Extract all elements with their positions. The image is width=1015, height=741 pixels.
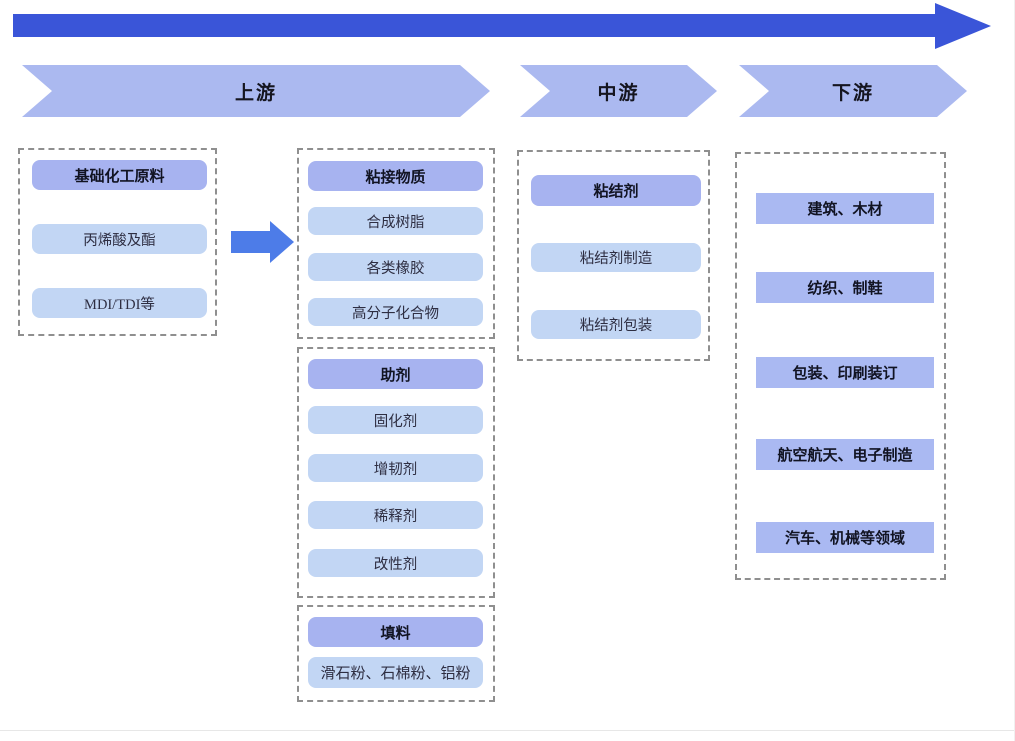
group-bonding-substances (297, 148, 495, 339)
group-midstream (517, 150, 710, 361)
stage-banner-upstream: 上游 (22, 65, 490, 117)
bonding-substances-item: 各类橡胶 (308, 253, 483, 281)
auxiliaries-item: 稀释剂 (308, 501, 483, 529)
bonding-substances-item: 合成树脂 (308, 207, 483, 235)
downstream-item: 汽车、机械等领域 (756, 522, 934, 553)
right-arrow-icon (231, 231, 270, 253)
group-downstream (735, 152, 946, 580)
fillers-header: 填料 (308, 617, 483, 647)
downstream-item: 包装、印刷装订 (756, 357, 934, 388)
group-fillers (297, 605, 495, 702)
stage-label-upstream: 上游 (234, 82, 277, 104)
midstream-header: 粘结剂 (531, 175, 701, 206)
page-bottom-divider (0, 730, 1014, 731)
midstream-item: 粘结剂包装 (531, 310, 701, 339)
group-raw-materials (18, 148, 217, 336)
raw-materials-item: 丙烯酸及酯 (32, 224, 207, 254)
auxiliaries-item: 增韧剂 (308, 454, 483, 482)
raw-materials-item: MDI/TDI等 (32, 288, 207, 318)
stage-banner-downstream: 下游 (739, 65, 967, 117)
auxiliaries-item: 改性剂 (308, 549, 483, 577)
fillers-item: 滑石粉、石棉粉、铝粉 (308, 657, 483, 688)
downstream-item: 建筑、木材 (756, 193, 934, 224)
downstream-item: 纺织、制鞋 (756, 272, 934, 303)
downstream-item: 航空航天、电子制造 (756, 439, 934, 470)
bonding-substances-header: 粘接物质 (308, 161, 483, 191)
flow-arrow-head-icon (935, 3, 991, 49)
stage-banner-midstream: 中游 (520, 65, 717, 117)
stage-label-downstream: 下游 (831, 82, 874, 104)
flow-arrow-shaft-icon (13, 14, 935, 37)
midstream-item: 粘结剂制造 (531, 243, 701, 272)
stage-label-midstream: 中游 (597, 82, 640, 104)
group-auxiliaries (297, 347, 495, 598)
auxiliaries-item: 固化剂 (308, 406, 483, 434)
auxiliaries-header: 助剂 (308, 359, 483, 389)
bonding-substances-item: 高分子化合物 (308, 298, 483, 326)
raw-materials-header: 基础化工原料 (32, 160, 207, 190)
right-arrow-head-icon (270, 221, 294, 263)
